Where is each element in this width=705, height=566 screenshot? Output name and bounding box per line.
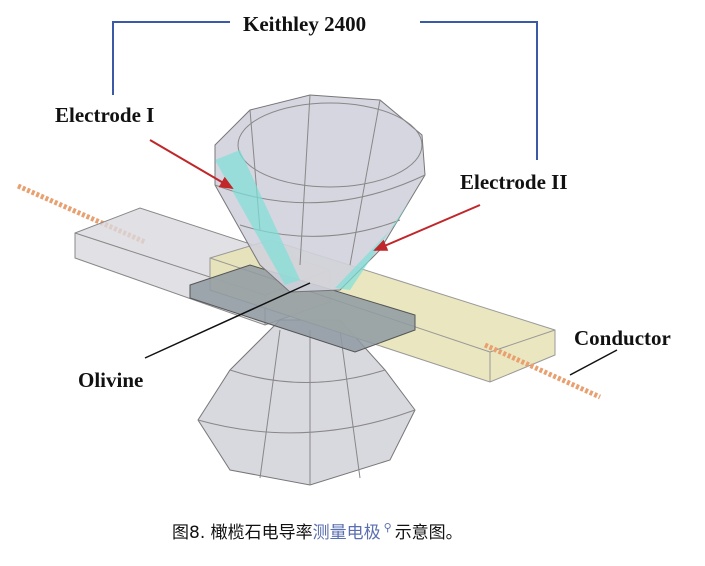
olivine-sample — [189, 264, 416, 353]
experimental-setup-diagram — [16, 21, 618, 486]
label-olivine: Olivine — [78, 368, 144, 392]
wire-left — [112, 21, 230, 95]
electrode-1 — [215, 150, 300, 285]
pointer-olivine — [144, 282, 311, 359]
label-electrode2: Electrode II — [460, 170, 568, 194]
arrow-electrode2 — [373, 204, 481, 251]
pointer-conductor — [569, 349, 618, 376]
arrow-electrode1 — [149, 139, 234, 190]
figure-caption: 图8. 橄榄石电导率测量电极⚲示意图。 — [172, 518, 463, 543]
label-electrode1: Electrode I — [55, 103, 155, 127]
caption-suffix: 示意图。 — [394, 523, 463, 543]
search-icon[interactable]: ⚲ — [383, 521, 392, 535]
caption-link[interactable]: 测量电极 — [312, 523, 381, 543]
label-conductor: Conductor — [574, 326, 671, 350]
conductor-rod-right — [483, 342, 602, 400]
caption-prefix: 图8. 橄榄石电导率 — [172, 523, 313, 543]
wire-right — [420, 21, 538, 160]
electrode-2 — [335, 200, 410, 290]
label-keithley: Keithley 2400 — [243, 12, 367, 36]
